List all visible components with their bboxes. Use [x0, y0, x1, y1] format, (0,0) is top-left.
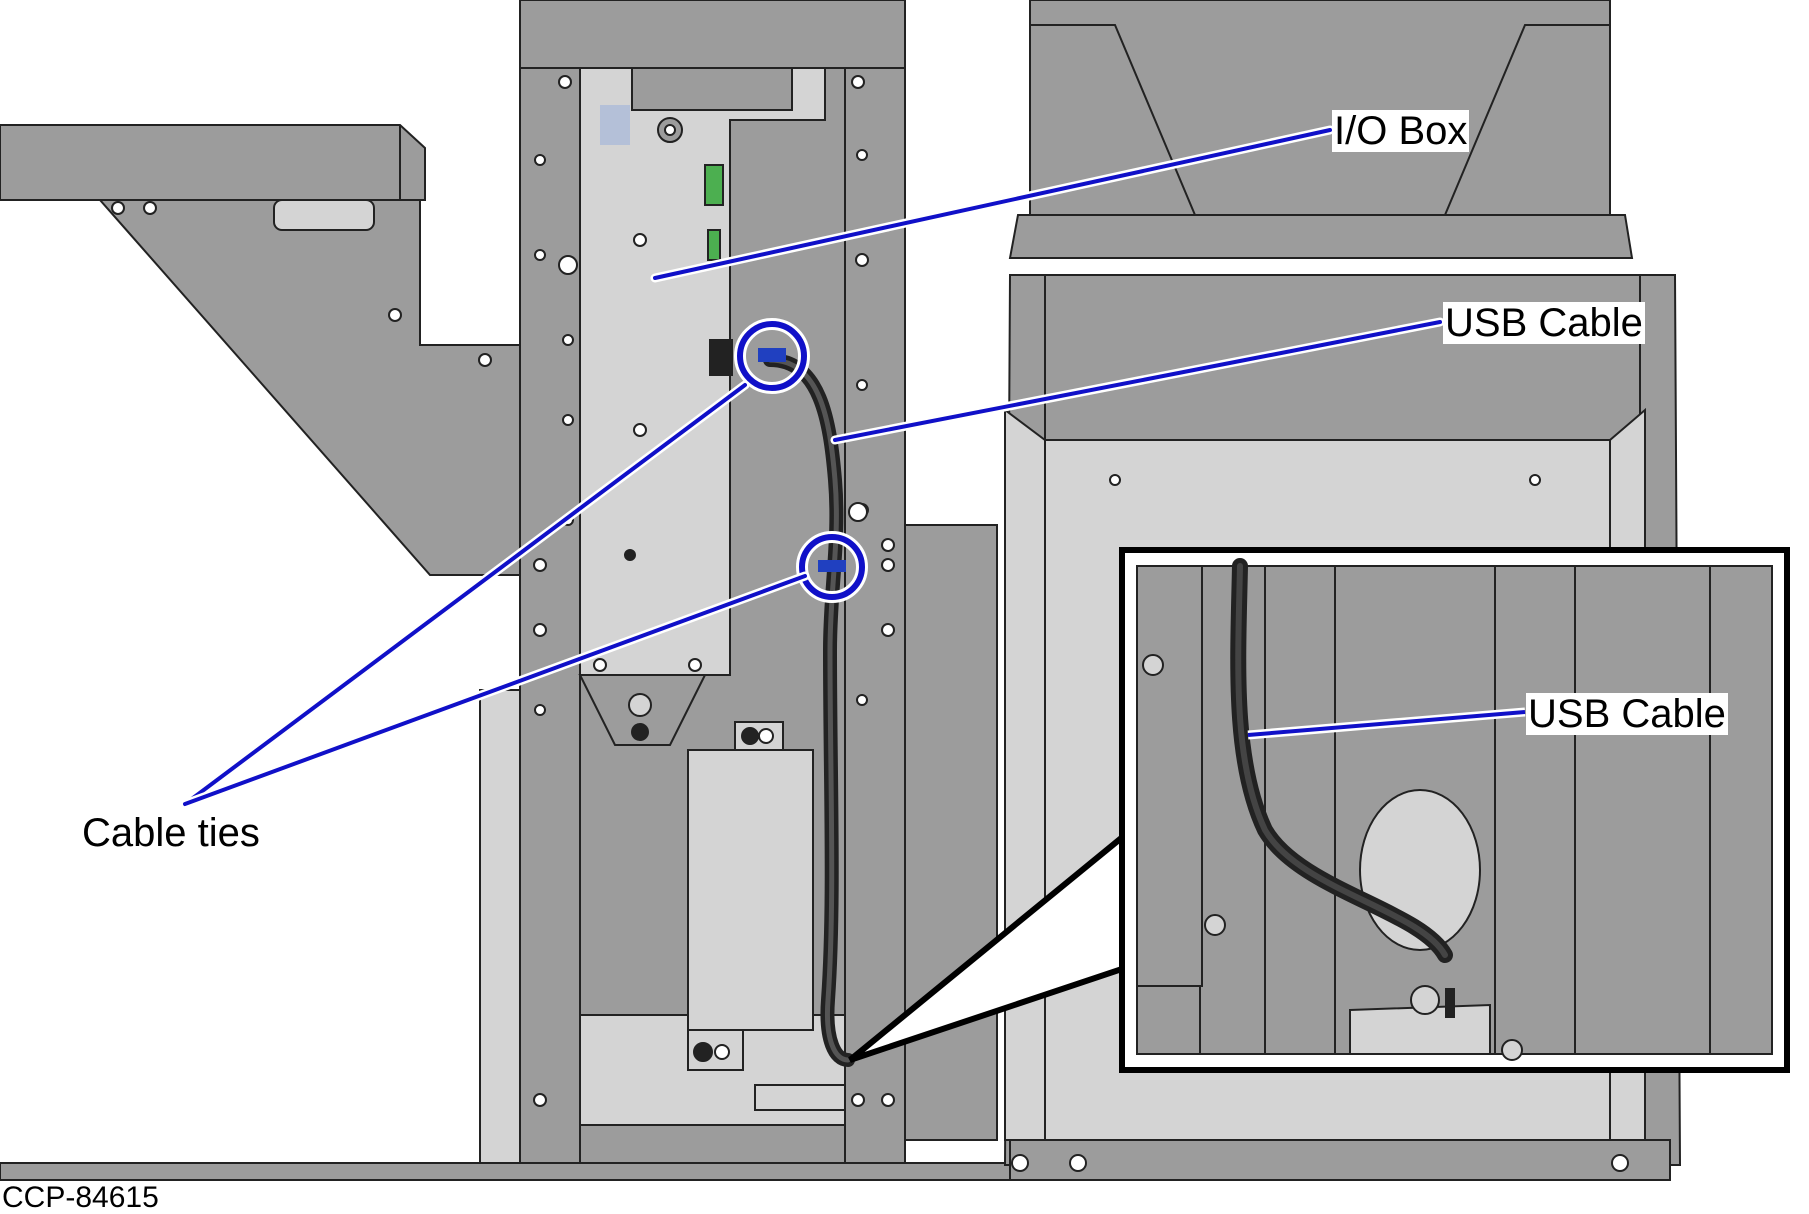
shelf-arm	[0, 124, 521, 576]
figure-id: CCP-84615	[2, 1181, 159, 1214]
callout-cable-ties: Cable ties	[80, 811, 262, 855]
lower-box	[687, 721, 846, 1111]
callout-leaders	[180, 125, 1445, 809]
column-cap	[519, 0, 906, 69]
hopper	[1008, 0, 1634, 259]
callout-usb-cable: USB Cable	[1443, 301, 1645, 345]
side-bracket	[904, 524, 998, 1141]
callout-io-box: I/O Box	[1332, 109, 1470, 153]
io-box	[578, 67, 826, 746]
cable-tie-markers	[734, 318, 868, 603]
callout-inset-usb-cable: USB Cable	[1526, 692, 1728, 736]
inset-detail-view	[1119, 547, 1790, 1073]
